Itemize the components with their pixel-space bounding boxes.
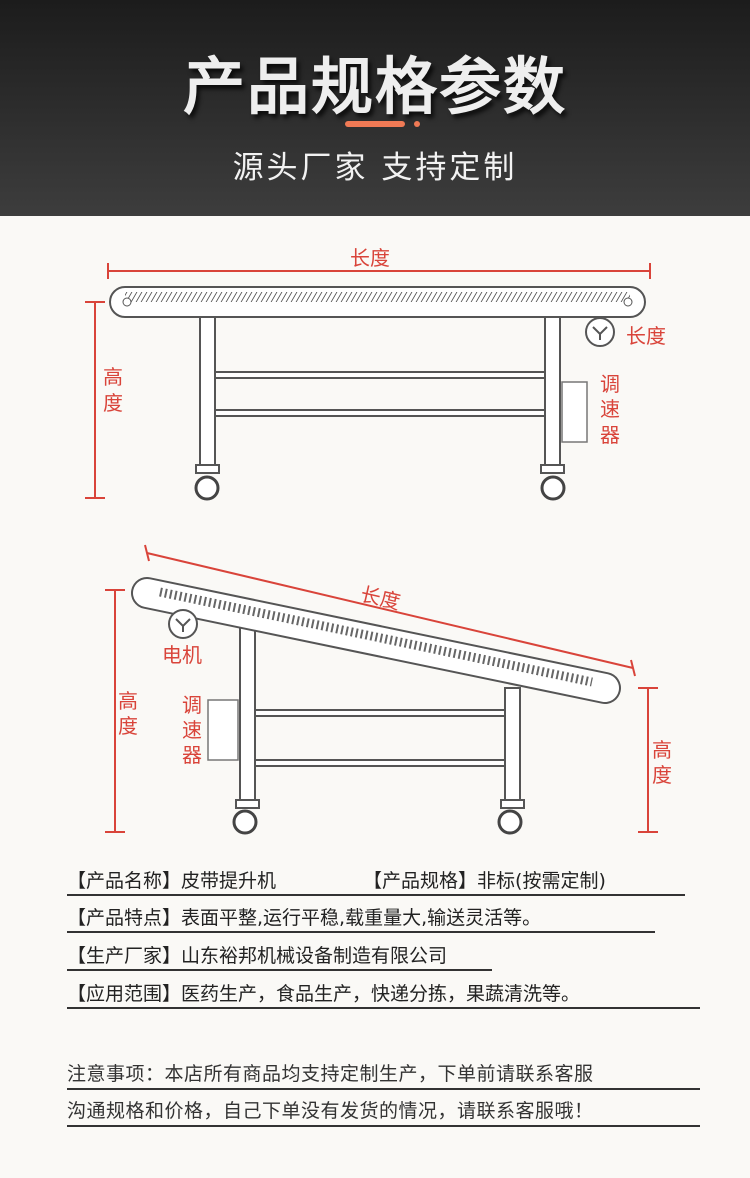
- page-subtitle: 源头厂家 支持定制: [232, 150, 518, 186]
- speed-controller: [561, 381, 588, 443]
- flat-conveyor-diagram: 长度 高 度 长度 调 速 器: [85, 246, 666, 501]
- height-arrow: [85, 301, 105, 499]
- feature-label: 【产品特点】: [67, 907, 182, 929]
- name-value: 皮带提升机: [181, 870, 277, 892]
- speed-controller: [207, 699, 239, 761]
- spec-label: 【产品规格】: [363, 870, 478, 892]
- speed-label: 调: [182, 693, 202, 717]
- left-height-arrow: [105, 589, 125, 833]
- page-title: 产品规格参数: [182, 50, 567, 123]
- spec-value: 非标(按需定制): [477, 870, 606, 892]
- notice-line-1: 注意事项：本店所有商品均支持定制生产，下单前请联系客服: [67, 1060, 700, 1090]
- height-label: 度: [103, 391, 123, 415]
- motor-icon: [168, 609, 198, 639]
- speed-label: 调: [600, 372, 620, 396]
- length-label: 长度: [358, 582, 402, 614]
- speed-label: 速: [600, 397, 620, 421]
- maker-label: 【生产厂家】: [67, 945, 182, 967]
- maker-value: 山东裕邦机械设备制造有限公司: [181, 945, 448, 967]
- spec-row-features: 【产品特点】表面平整,运行平稳,载重量大,输送灵活等。: [67, 905, 655, 933]
- wheel-icon: [194, 475, 566, 501]
- motor-label: 长度: [626, 324, 666, 348]
- conveyor-belt: [109, 286, 646, 318]
- spec-row-name: 【产品名称】皮带提升机 【产品规格】非标(按需定制): [67, 868, 685, 896]
- left-height-label: 度: [118, 714, 138, 738]
- motor-label: 电机: [162, 643, 202, 667]
- speed-label: 器: [182, 743, 202, 767]
- name-label: 【产品名称】: [67, 870, 182, 892]
- right-height-label: 度: [652, 763, 672, 787]
- frame: [195, 316, 565, 474]
- right-height-label: 高: [652, 738, 672, 762]
- length-label: 长度: [350, 246, 390, 270]
- usage-value: 医药生产，食品生产，快递分拣，果蔬清洗等。: [181, 983, 581, 1005]
- accent-dot: [414, 121, 420, 127]
- frame: [235, 614, 525, 809]
- wheel-icon: [232, 809, 523, 835]
- motor-icon: [585, 317, 615, 347]
- spec-row-maker: 【生产厂家】山东裕邦机械设备制造有限公司: [67, 943, 492, 971]
- spec-row-usage: 【应用范围】医药生产，食品生产，快递分拣，果蔬清洗等。: [67, 981, 700, 1009]
- height-label: 高: [103, 365, 123, 389]
- feature-value: 表面平整,运行平稳,载重量大,输送灵活等。: [181, 907, 542, 929]
- header-banner: 产品规格参数 源头厂家 支持定制: [0, 0, 750, 216]
- accent-bar: [345, 121, 405, 127]
- conveyor-belt: [131, 577, 621, 704]
- usage-label: 【应用范围】: [67, 983, 182, 1005]
- length-arrow: [107, 263, 651, 279]
- left-height-label: 高: [118, 689, 138, 713]
- right-height-arrow: [638, 687, 658, 833]
- speed-label: 速: [182, 718, 202, 742]
- length-arrow: [144, 544, 636, 677]
- speed-label: 器: [600, 423, 620, 447]
- notice-line-2: 沟通规格和价格，自己下单没有发货的情况，请联系客服哦！: [67, 1097, 700, 1127]
- incline-conveyor-diagram: 长度 电机 高 度 调 速 器 高 度: [105, 544, 672, 835]
